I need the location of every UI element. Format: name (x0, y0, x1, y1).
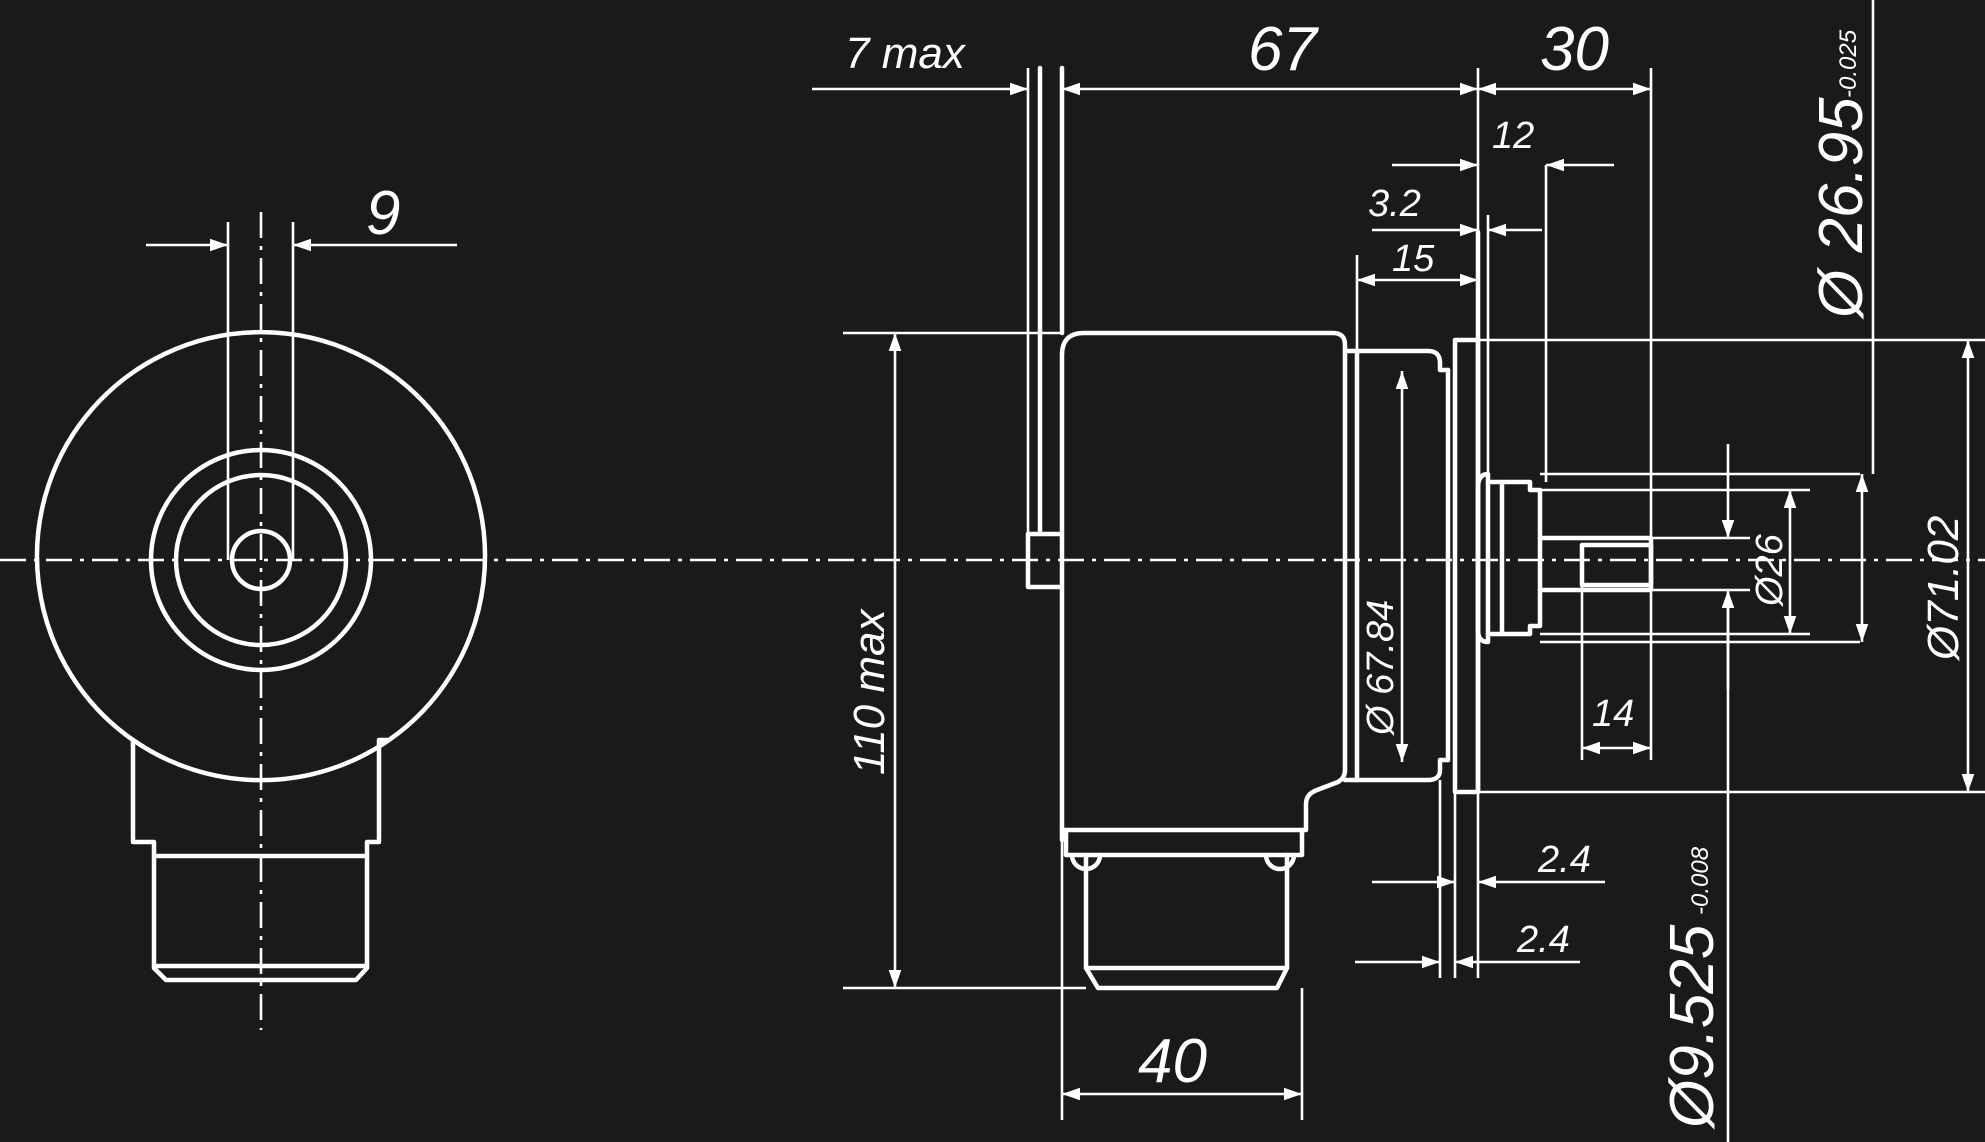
dim-14-label: 14 (1592, 693, 1634, 735)
side-shaft-flat (1579, 542, 1654, 588)
side-hub-body (1485, 479, 1543, 637)
dim-d9-525-tolerance: -0.008 (1687, 846, 1714, 915)
front-boss-arc (130, 737, 392, 783)
side-servo-step-bottom (1342, 757, 1451, 783)
dim-15-label: 15 (1392, 238, 1435, 280)
side-connector-nut (1063, 827, 1305, 858)
side-pilot-hub (1475, 471, 1491, 645)
dim-2-4a-label: 2.4 (1537, 839, 1591, 881)
front-housing-outline (34, 330, 488, 859)
side-servo-step (1342, 348, 1451, 373)
dim-d9-525-label: Ø9.525 (1658, 924, 1727, 1130)
front-outer-ring (148, 447, 374, 673)
front-inner-ring (173, 472, 349, 648)
connector-bump-left (1069, 852, 1103, 872)
dim-67-label: 67 (1248, 15, 1319, 84)
dim-7max-label: 7 max (845, 29, 967, 78)
dim-d26-95-label: Ø 26.95 (1807, 97, 1876, 320)
dim-slot-width-label: 9 (366, 179, 400, 248)
dim-d26-label: Ø26 (1749, 533, 1791, 608)
dim-30-label: 30 (1540, 15, 1609, 84)
dim-d67-84-label: Ø 67.84 (1360, 600, 1402, 737)
dim-2-4b-label: 2.4 (1516, 919, 1570, 961)
side-view (1025, 65, 1654, 991)
connector-bump-right (1263, 852, 1297, 872)
dim-40-label: 40 (1138, 1027, 1207, 1096)
dim-3-2-label: 3.2 (1368, 183, 1421, 225)
side-left-cap (1025, 531, 1065, 590)
dim-12-label: 12 (1492, 115, 1534, 157)
dim-110max-label: 110 max (845, 608, 894, 775)
side-dimensions: 7 max 67 30 12 3.2 15 110 max Ø 67.84 Ø2… (812, 0, 1985, 1142)
front-shaft-circle (229, 528, 293, 592)
dim-d26-95-tolerance: -0.025 (1835, 29, 1862, 98)
dim-d71-02-label: Ø71.02 (1919, 516, 1968, 662)
side-main-body (1059, 330, 1348, 833)
front-view: 9 (0, 179, 1985, 1030)
side-connector-thread (1083, 852, 1290, 991)
side-flange-plate (1452, 337, 1481, 795)
front-connector-thread (151, 853, 370, 983)
